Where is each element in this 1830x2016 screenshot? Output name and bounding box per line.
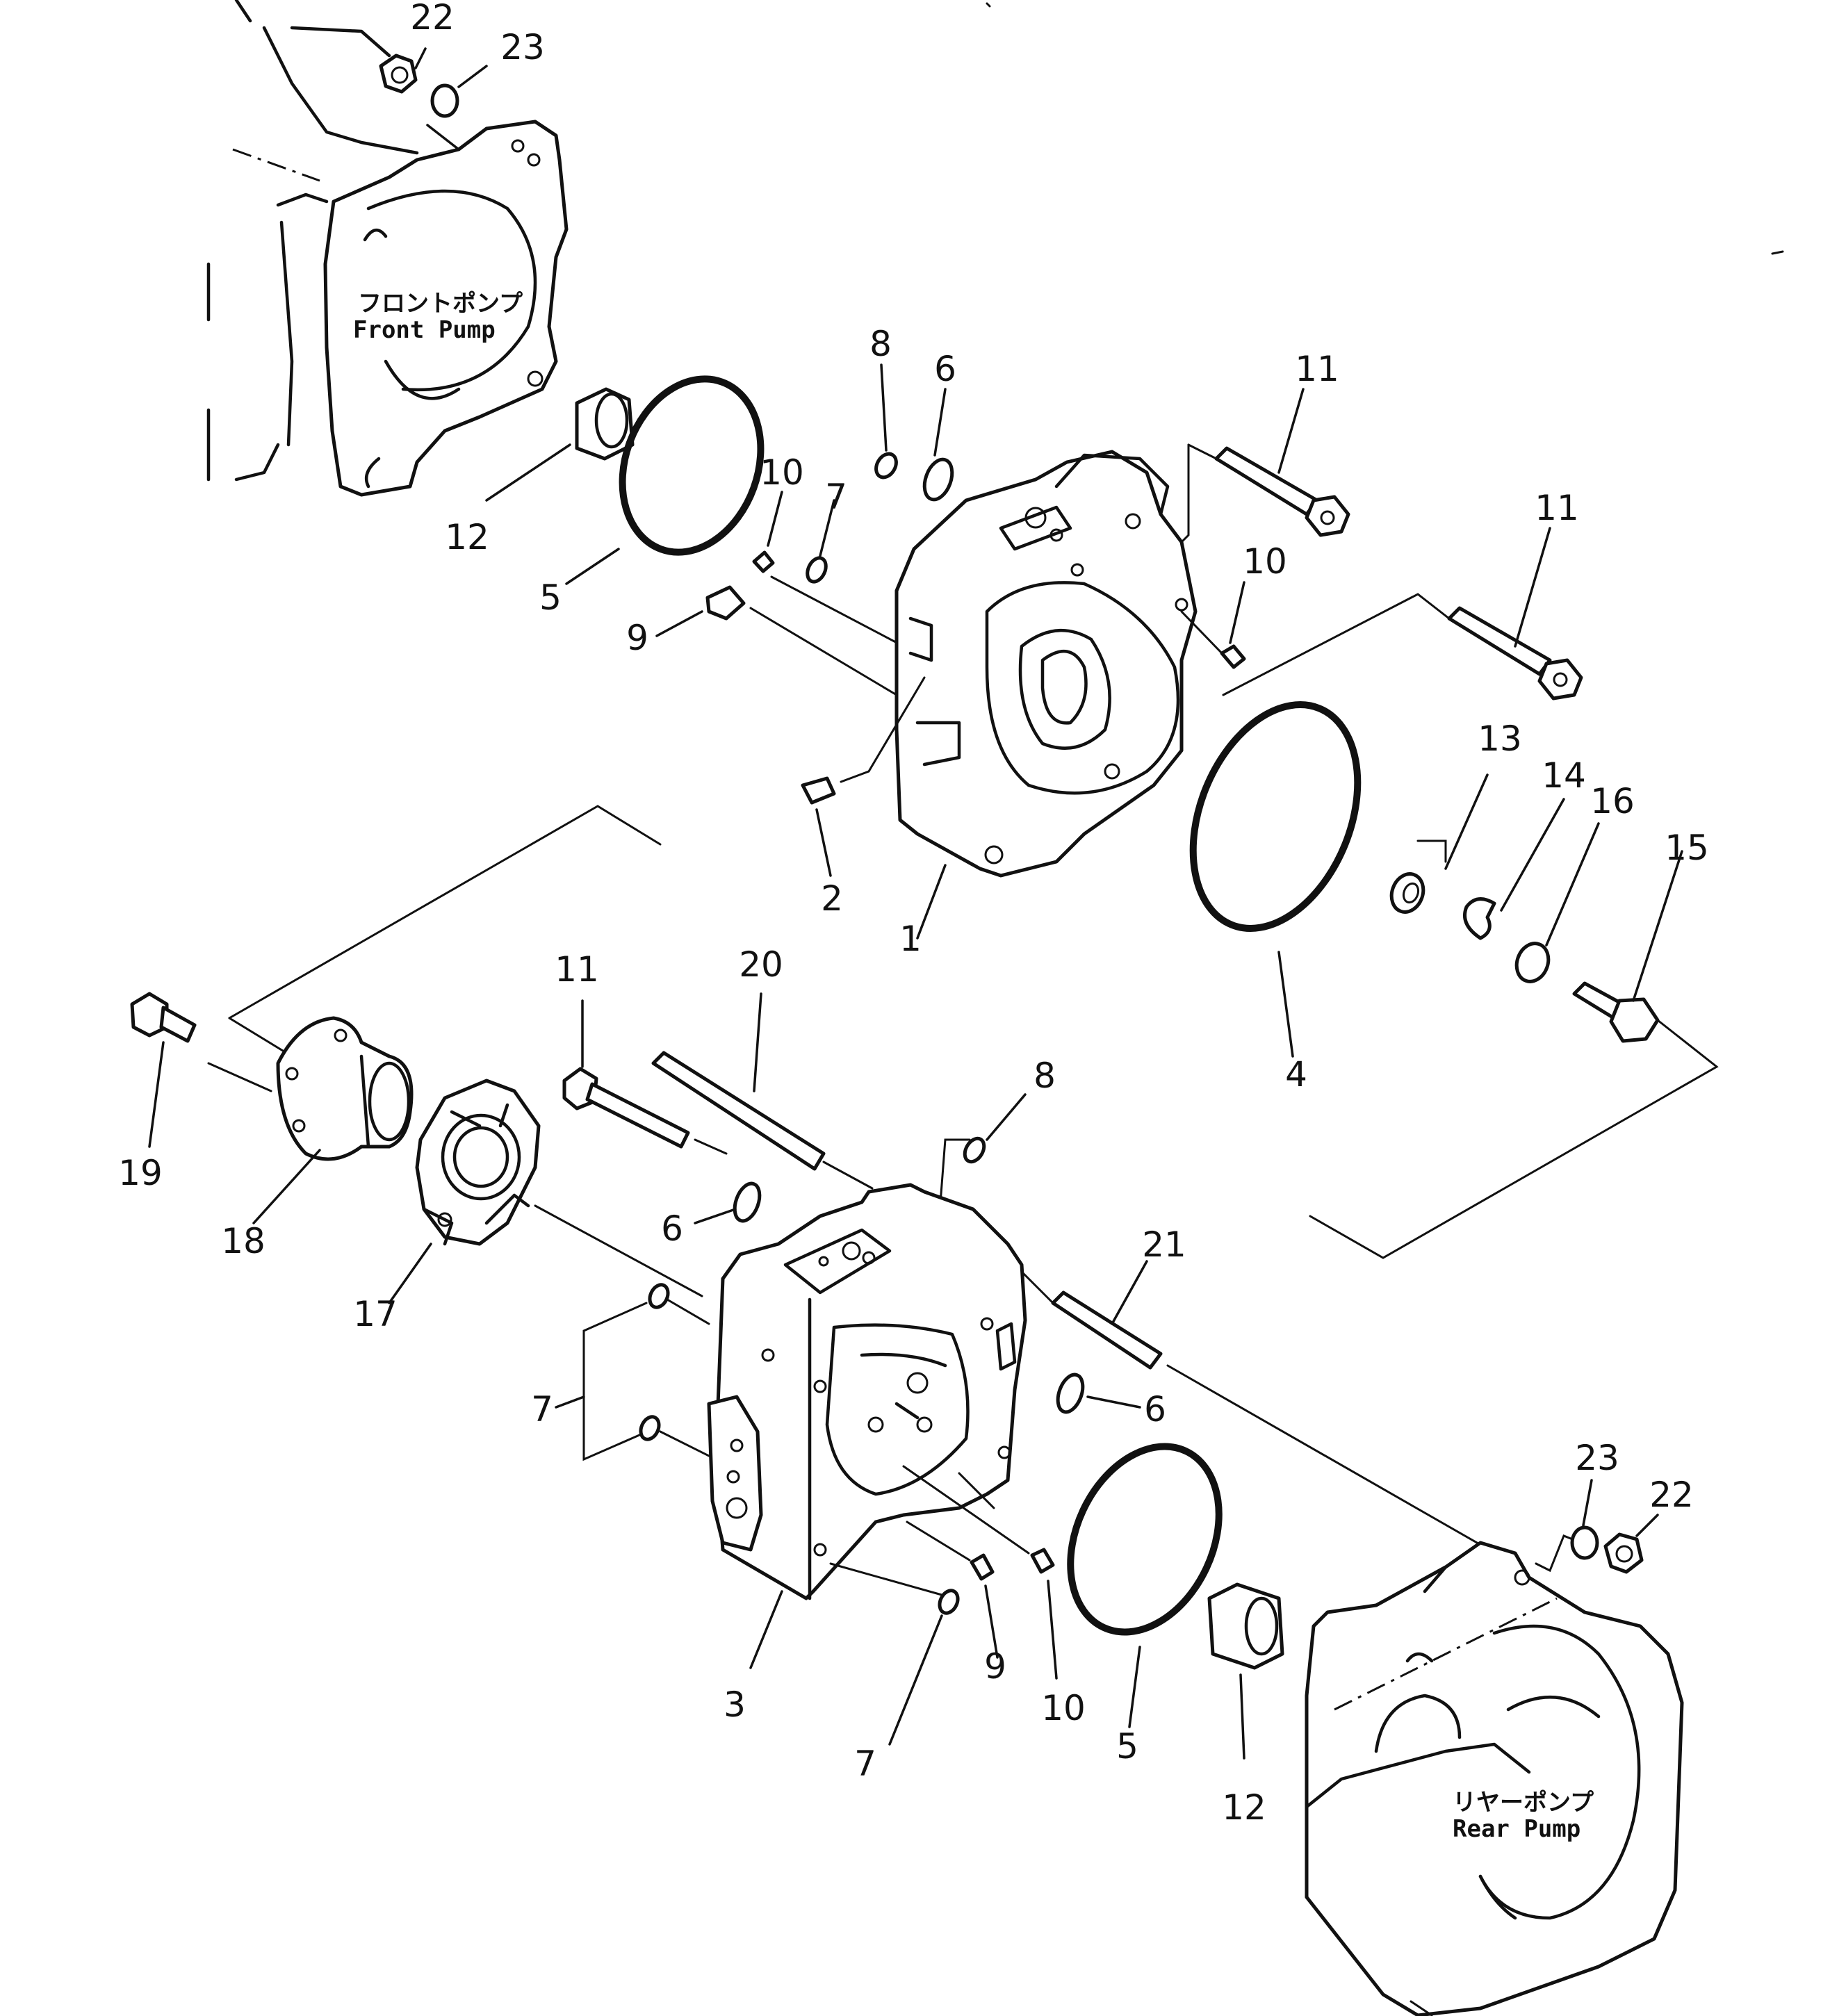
callout-16: 16: [1590, 781, 1635, 821]
nut-22-bottom: [1603, 1532, 1644, 1574]
callout-8-bottom: 8: [1034, 1056, 1056, 1096]
callout-10-top: 10: [760, 452, 804, 493]
callout-labels: 22 23 12 5 8 6 10 7 9 11 11 10 2 1 13 14…: [118, 0, 1709, 1828]
o-ring-6-right: [1056, 1372, 1085, 1414]
callout-23-top: 23: [500, 27, 545, 67]
washer-16: [1514, 942, 1551, 983]
washer-23-top: [430, 83, 459, 118]
callout-11-c: 11: [555, 949, 599, 990]
pin-10-top: [752, 550, 775, 573]
callout-14: 14: [1542, 755, 1586, 796]
o-ring-5-top: [619, 375, 765, 556]
callout-6-right: 6: [1144, 1389, 1166, 1429]
bolt-11-left: [562, 1067, 690, 1149]
callout-21: 21: [1142, 1224, 1186, 1265]
front-pump-label-jp: フロントポンプ: [358, 290, 523, 318]
callout-11-b: 11: [1535, 488, 1579, 528]
front-pump-label-en: Front Pump: [353, 316, 496, 344]
callout-22-bottom: 22: [1649, 1475, 1694, 1515]
plate-17: [415, 1079, 541, 1246]
callout-7-left: 7: [531, 1389, 553, 1429]
stud-21: [1051, 1290, 1163, 1370]
callout-6-top: 6: [934, 349, 956, 389]
callout-15: 15: [1665, 828, 1709, 868]
callout-4: 4: [1285, 1054, 1307, 1095]
callout-8-top: 8: [869, 324, 892, 364]
plug-9-top: [705, 585, 746, 621]
callout-1: 1: [899, 919, 922, 959]
rear-pump-label-jp: リヤーポンプ: [1453, 1789, 1594, 1817]
o-ring-5-bottom: [1067, 1443, 1223, 1636]
callout-10-bottom: 10: [1041, 1688, 1086, 1728]
callout-5-top: 5: [539, 577, 562, 618]
callout-17: 17: [353, 1294, 398, 1334]
bushing-12-top: [575, 387, 635, 461]
callout-10-right: 10: [1243, 541, 1287, 582]
o-ring-6-top: [922, 457, 954, 502]
pin-10-right: [1220, 644, 1246, 669]
callout-12-top: 12: [445, 517, 489, 557]
part-13: [1389, 839, 1447, 914]
callout-12-bottom: 12: [1222, 1787, 1266, 1828]
o-ring-7-upper: [648, 1283, 670, 1309]
side-plate-3: [707, 1395, 763, 1552]
callout-19: 19: [118, 1153, 163, 1193]
o-ring-6-left: [733, 1181, 762, 1223]
bushing-12-bottom: [1207, 1582, 1284, 1670]
valve-body-1: [894, 450, 1198, 878]
o-ring-7-top: [806, 556, 828, 584]
callout-13: 13: [1478, 719, 1522, 759]
nut-22-top: [379, 54, 418, 94]
pin-10-bottom: [1030, 1548, 1055, 1574]
bolt-11-upper: [1214, 446, 1350, 537]
callout-9-bottom: 9: [984, 1646, 1006, 1687]
snap-ring-14: [1463, 897, 1496, 940]
callout-22-top: 22: [410, 0, 455, 38]
bolt-15: [1572, 981, 1660, 1043]
flange-18: [276, 1016, 414, 1161]
callout-7-top: 7: [825, 477, 847, 517]
callout-5-bottom: 5: [1116, 1726, 1138, 1767]
callout-20: 20: [739, 944, 783, 985]
valve-body-3: [714, 1183, 1027, 1600]
o-ring-4: [1189, 701, 1362, 932]
callout-11-a: 11: [1295, 349, 1339, 389]
o-ring-7-lower: [639, 1415, 661, 1441]
pin-9-bottom: [970, 1553, 995, 1581]
callout-9-top: 9: [626, 618, 648, 658]
rear-pump-label-en: Rear Pump: [1453, 1815, 1580, 1843]
callout-23-bottom: 23: [1575, 1438, 1619, 1478]
bolt-11-lower: [1447, 606, 1583, 700]
plug-2: [801, 776, 836, 805]
washer-23-bottom: [1570, 1525, 1599, 1560]
callout-18: 18: [221, 1221, 265, 1261]
callout-7-bottom: 7: [854, 1744, 876, 1784]
callout-6-left: 6: [661, 1208, 683, 1249]
o-ring-8-bottom: [963, 1136, 986, 1164]
leader-12-top: [485, 443, 571, 502]
front-pump-housing: フロントポンプ Front Pump: [206, 0, 569, 497]
o-ring-7-bottom: [938, 1589, 960, 1615]
bolt-19: [130, 992, 197, 1043]
callout-3: 3: [724, 1685, 746, 1725]
stud-20: [651, 1051, 826, 1171]
o-ring-8-top: [874, 452, 898, 480]
rear-pump-housing: リヤーポンプ Rear Pump: [1305, 1541, 1684, 2016]
callout-2: 2: [821, 878, 843, 919]
